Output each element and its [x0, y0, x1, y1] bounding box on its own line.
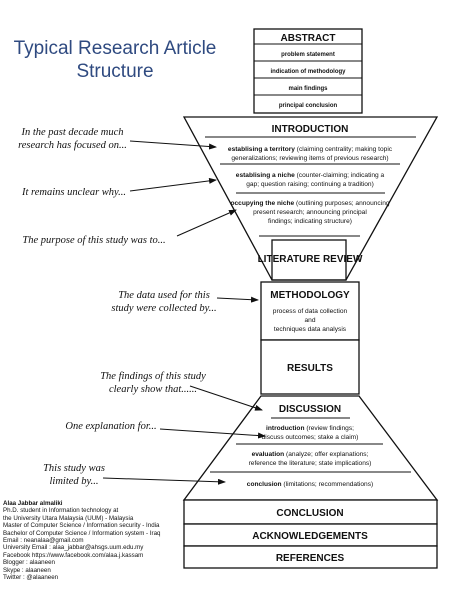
- author-email: Email : neanalaa@gmail.com: [3, 537, 84, 545]
- author-name: Alaa Jabbar almaliki: [3, 500, 63, 507]
- abstract-item-conclusion: principal conclusion: [279, 103, 338, 109]
- discussion-item-introduction: introduction (review findings;: [266, 425, 354, 432]
- author-university-email: University Email : alaa_jabbar@ahsgs.uum…: [3, 544, 144, 552]
- abstract-item-problem-statement: problem statement: [281, 52, 335, 58]
- note-arrow: [159, 428, 266, 439]
- note-arrow: [176, 209, 237, 237]
- introduction-move-2-line2: gap; question raising; continuing a trad…: [246, 181, 374, 188]
- abstract-item-findings: main findings: [289, 86, 329, 92]
- literature-review-box: [271, 239, 347, 281]
- author-info: Alaa Jabbar almaliki Ph.D. student in In…: [3, 500, 203, 581]
- note-purpose: The purpose of this study was to...: [22, 235, 166, 246]
- abstract-box: [253, 28, 363, 114]
- author-twitter: Twitter : @alaaneen: [3, 574, 59, 582]
- diagram-title: Typical Research Article: [13, 38, 217, 59]
- conclusion-box: [183, 499, 438, 525]
- author-blogger: Blogger : alaaneen: [3, 559, 55, 567]
- discussion-item-evaluation: evaluation (analyze; offer explanations;: [252, 451, 369, 458]
- discussion-item-introduction-line2: discuss outcomes; stake a claim): [262, 434, 359, 441]
- introduction-move-3-line3: findings; indicating structure): [268, 218, 352, 225]
- introduction-heading: INTRODUCTION: [272, 124, 349, 135]
- note-arrow: [129, 140, 217, 150]
- literature-review-heading: LITERATURE REVIEW: [258, 254, 363, 265]
- introduction-move-1: establising a territory (claiming centra…: [228, 146, 393, 153]
- note-arrow: [102, 477, 226, 485]
- references-box: [183, 545, 438, 569]
- discussion-item-conclusion: conclusion (limitations; recommendations…: [247, 481, 373, 488]
- note-arrow: [129, 177, 217, 192]
- diagram-title-line2: Structure: [76, 61, 154, 82]
- author-line: Ph.D. student in Information technology …: [3, 507, 119, 515]
- results-box: [260, 339, 360, 395]
- introduction-move-3-line2: present research; announcing principal: [253, 209, 367, 216]
- note-arrow: [216, 296, 259, 303]
- methodology-line-1: process of data collection: [273, 308, 348, 315]
- author-line: Master of Computer Science / Information…: [3, 522, 160, 530]
- references-heading: REFERENCES: [276, 553, 345, 564]
- methodology-box: [260, 281, 360, 341]
- acknowledgements-heading: ACKNOWLEDGEMENTS: [252, 531, 368, 542]
- note-arrow: [189, 385, 263, 411]
- results-heading: RESULTS: [287, 363, 333, 374]
- author-facebook: Facebook https://www.facebook.com/alaa.j…: [3, 551, 144, 559]
- note-explanation: One explanation for...: [65, 421, 157, 432]
- methodology-line-3: techniques data analysis: [274, 326, 347, 333]
- abstract-item-methodology: indication of methodology: [271, 69, 347, 75]
- author-line: the University Utara Malaysia (UUM) - Ma…: [3, 514, 134, 522]
- note-remains-unclear: It remains unclear why...: [21, 187, 126, 198]
- introduction-move-1-line2: generalizations; reviewing items of prev…: [231, 155, 388, 162]
- author-line: Bachelor of Computer Science / Informati…: [3, 529, 161, 537]
- discussion-item-evaluation-line2: reference the literature; state implicat…: [249, 460, 372, 467]
- methodology-heading: METHODOLOGY: [270, 290, 350, 301]
- author-skype: Skype : alaaneen: [3, 566, 51, 574]
- discussion-heading: DISCUSSION: [279, 404, 341, 415]
- introduction-move-2: establising a niche (counter-claiming; i…: [236, 172, 385, 179]
- conclusion-heading: CONCLUSION: [276, 508, 343, 519]
- methodology-line-2: and: [304, 317, 315, 324]
- abstract-heading: ABSTRACT: [281, 33, 336, 44]
- introduction-move-3: occupying the niche (outlining purposes;…: [230, 200, 389, 207]
